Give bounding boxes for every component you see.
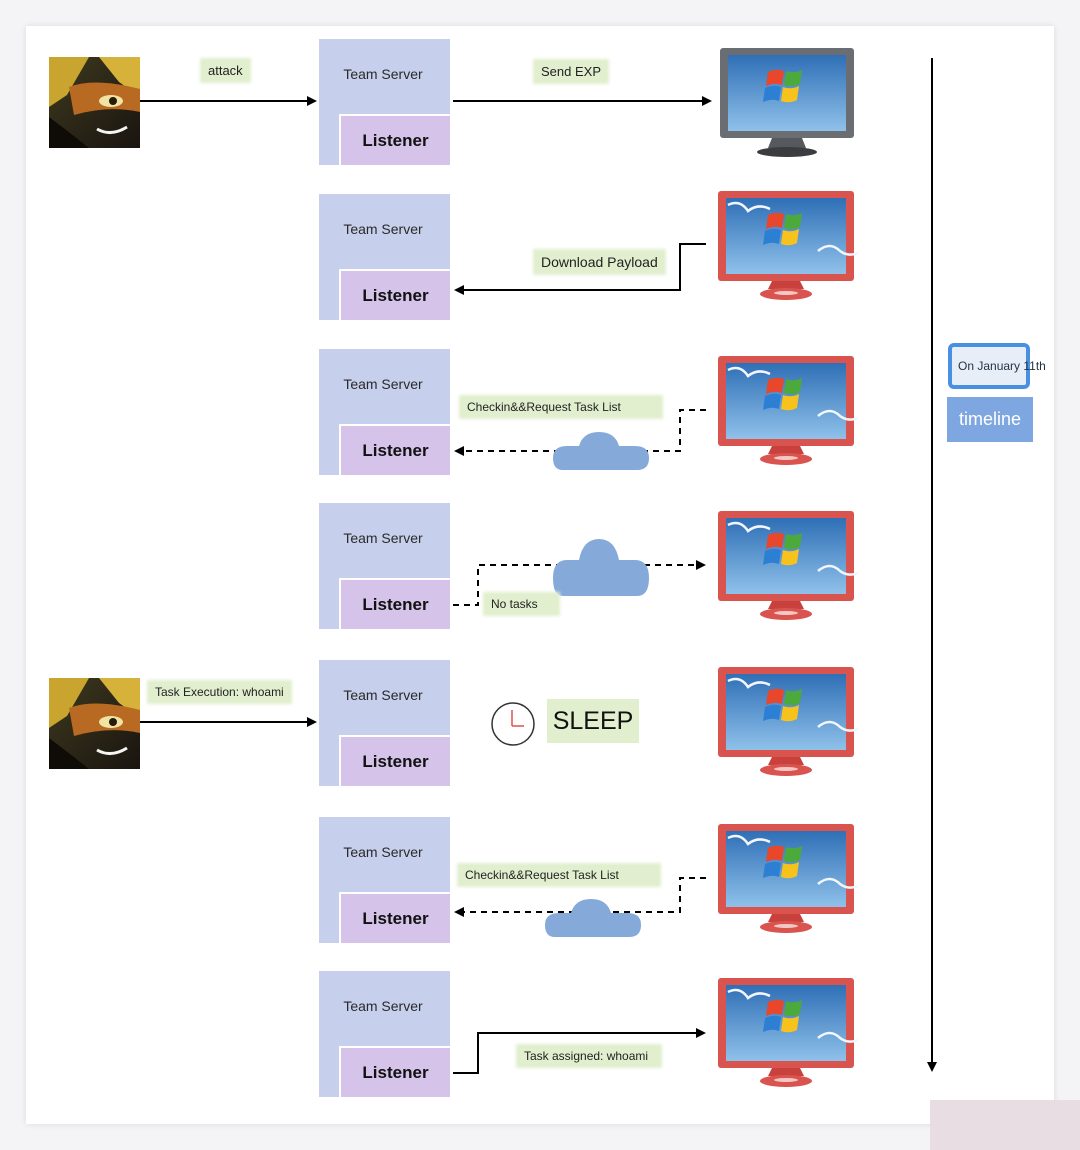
download-payload-note: Download Payload bbox=[535, 251, 664, 273]
team-server-box-5: Team Server Listener bbox=[319, 660, 450, 786]
sleep-label: SLEEP bbox=[547, 699, 639, 743]
team-server-box-2: Team Server Listener bbox=[319, 194, 450, 320]
listener-box: Listener bbox=[339, 735, 450, 786]
attacker-avatar-icon bbox=[49, 678, 140, 769]
team-server-box-1: Team Server Listener bbox=[319, 39, 450, 165]
listener-box: Listener bbox=[339, 269, 450, 320]
checkin-note-1: Checkin&&Request Task List bbox=[461, 397, 661, 417]
team-server-label: Team Server bbox=[343, 376, 423, 392]
team-server-label: Team Server bbox=[343, 530, 423, 546]
infected-monitor-icon bbox=[718, 824, 858, 936]
no-tasks-note: No tasks bbox=[485, 594, 558, 614]
timeline-label: timeline bbox=[947, 397, 1033, 442]
infected-monitor-icon bbox=[718, 667, 858, 779]
infected-monitor-icon bbox=[718, 191, 858, 303]
team-server-label: Team Server bbox=[343, 221, 423, 237]
timeline-date-badge: On January 11th bbox=[948, 343, 1046, 389]
team-server-label: Team Server bbox=[343, 998, 423, 1014]
clean-monitor-icon bbox=[720, 48, 860, 160]
infected-monitor-icon bbox=[718, 511, 858, 623]
listener-box: Listener bbox=[339, 424, 450, 475]
team-server-label: Team Server bbox=[343, 687, 423, 703]
team-server-box-4: Team Server Listener bbox=[319, 503, 450, 629]
team-server-box-3: Team Server Listener bbox=[319, 349, 450, 475]
checkin-note-2: Checkin&&Request Task List bbox=[459, 865, 659, 885]
corner-block bbox=[930, 1100, 1080, 1150]
attack-note: attack bbox=[202, 60, 249, 81]
listener-box: Listener bbox=[339, 578, 450, 629]
task-execution-note: Task Execution: whoami bbox=[149, 682, 290, 702]
team-server-box-7: Team Server Listener bbox=[319, 971, 450, 1097]
send-exp-note: Send EXP bbox=[535, 61, 607, 82]
attacker-avatar-icon bbox=[49, 57, 140, 148]
team-server-label: Team Server bbox=[343, 66, 423, 82]
diagram-canvas bbox=[26, 26, 1054, 1124]
infected-monitor-icon bbox=[718, 978, 858, 1090]
team-server-label: Team Server bbox=[343, 844, 423, 860]
task-assigned-note: Task assigned: whoami bbox=[518, 1046, 661, 1066]
listener-box: Listener bbox=[339, 892, 450, 943]
listener-box: Listener bbox=[339, 1046, 450, 1097]
team-server-box-6: Team Server Listener bbox=[319, 817, 450, 943]
clock-icon bbox=[491, 702, 535, 746]
infected-monitor-icon bbox=[718, 356, 858, 468]
listener-box: Listener bbox=[339, 114, 450, 165]
